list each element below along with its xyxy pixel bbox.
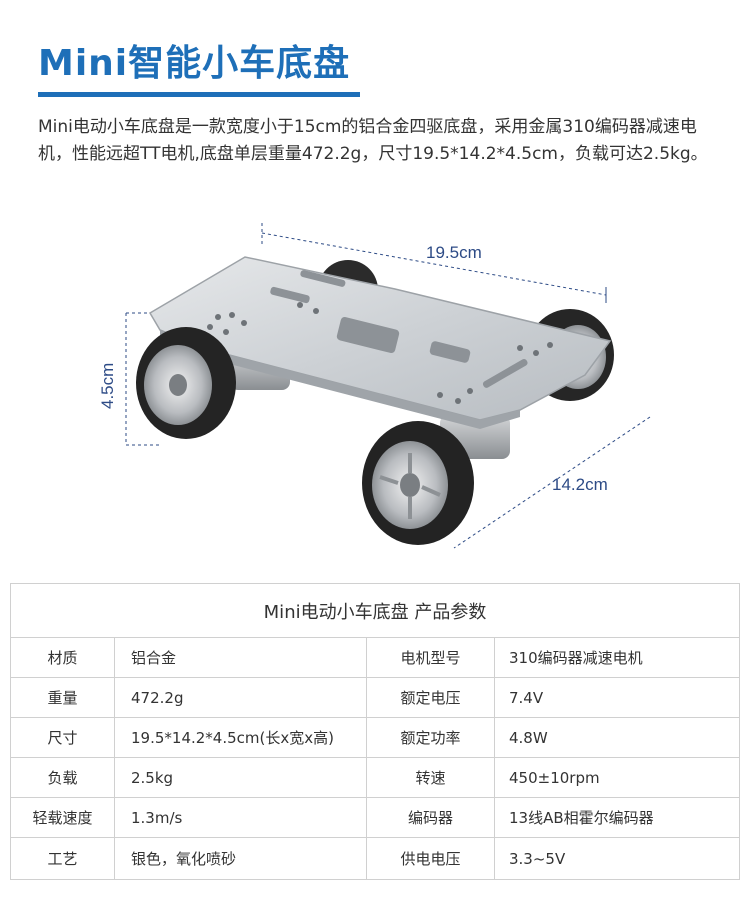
table-row: 材质 铝合金 电机型号 310编码器减速电机 xyxy=(11,638,739,678)
table-row: 工艺 银色，氧化喷砂 供电电压 3.3~5V xyxy=(11,838,739,879)
spec-label: 额定电压 xyxy=(367,678,495,717)
spec-label: 重量 xyxy=(11,678,115,717)
spec-label: 负载 xyxy=(11,758,115,797)
spec-table: Mini电动小车底盘 产品参数 材质 铝合金 电机型号 310编码器减速电机 重… xyxy=(10,583,740,880)
spec-value: 19.5*14.2*4.5cm(长x宽x高) xyxy=(115,718,367,757)
depth-label: 14.2cm xyxy=(552,475,608,494)
spec-value: 1.3m/s xyxy=(115,798,367,837)
page-title: Mini智能小车底盘 xyxy=(38,43,351,84)
spec-label: 尺寸 xyxy=(11,718,115,757)
rear-left-wheel xyxy=(136,327,236,439)
spec-label: 编码器 xyxy=(367,798,495,837)
spec-value: 13线AB相霍尔编码器 xyxy=(509,809,654,827)
spec-value: 472.2g xyxy=(115,678,367,717)
table-row: 尺寸 19.5*14.2*4.5cm(长x宽x高) 额定功率 4.8W xyxy=(11,718,739,758)
spec-table-title: Mini电动小车底盘 产品参数 xyxy=(11,584,739,638)
product-image: 19.5cm 14.2cm 4.5cm xyxy=(0,205,750,565)
spec-value: 310编码器减速电机 xyxy=(509,649,643,667)
spec-value: 4.8W xyxy=(509,728,548,747)
spec-label: 转速 xyxy=(367,758,495,797)
product-description: Mini电动小车底盘是一款宽度小于15cm的铝合金四驱底盘，采用金属310编码器… xyxy=(38,117,708,164)
spec-label: 额定功率 xyxy=(367,718,495,757)
spec-label: 供电电压 xyxy=(367,838,495,879)
spec-value: 银色，氧化喷砂 xyxy=(115,838,367,879)
title-underline xyxy=(38,92,360,97)
spec-label: 电机型号 xyxy=(367,638,495,677)
spec-value: 3.3~5V xyxy=(509,849,566,868)
spec-value: 450±10rpm xyxy=(509,768,600,787)
spec-value: 铝合金 xyxy=(115,638,367,677)
table-row: 轻载速度 1.3m/s 编码器 13线AB相霍尔编码器 xyxy=(11,798,739,838)
spec-label: 轻载速度 xyxy=(11,798,115,837)
dimension-lines xyxy=(125,223,651,549)
height-label: 4.5cm xyxy=(98,362,117,409)
spec-value: 7.4V xyxy=(509,688,544,707)
table-row: 重量 472.2g 额定电压 7.4V xyxy=(11,678,739,718)
spec-label: 工艺 xyxy=(11,838,115,879)
spec-label: 材质 xyxy=(11,638,115,677)
width-label: 19.5cm xyxy=(426,243,482,262)
front-left-wheel xyxy=(362,421,474,545)
chassis-illustration xyxy=(125,223,651,549)
spec-value: 2.5kg xyxy=(115,758,367,797)
table-row: 负载 2.5kg 转速 450±10rpm xyxy=(11,758,739,798)
